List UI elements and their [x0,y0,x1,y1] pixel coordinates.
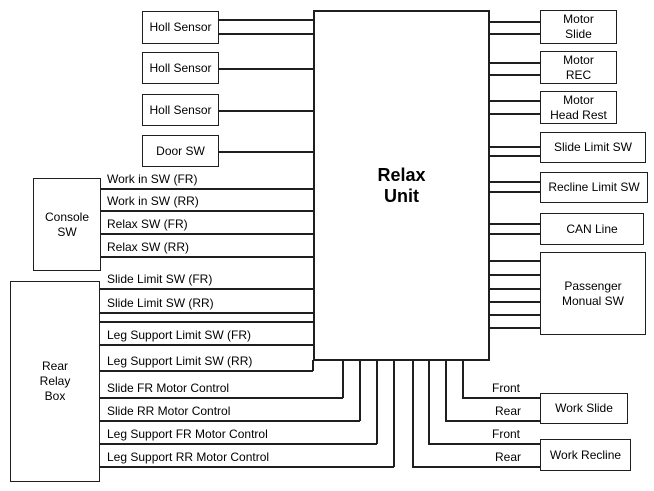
rear-relay-box-label: Rear Relay Box [39,359,71,403]
wire-holl-sensor-1-a [219,19,313,21]
holl-sensor-3-box: Holl Sensor [142,94,219,126]
wire-recline-limit-sw-b [490,191,540,193]
direction-label-front-slide: Front [492,381,521,395]
relax-unit-box: Relax Unit [313,10,490,361]
signal-label-work-in-sw-fr: Work in SW (FR) [107,172,198,186]
wire-slide-limit-sw-a [490,146,540,148]
wire-motor-head-rest-a [490,100,540,102]
wire-relay-unlabeled [100,321,313,323]
wire-leg-support-rr-motor-control-riser [393,361,395,467]
wire-passenger-sw-4 [490,301,540,303]
wire-work-recline-front [428,443,540,445]
passenger-monual-sw-label: Passenger Monual SW [561,278,625,308]
wire-can-line-a [490,223,540,225]
work-slide-label: Work Slide [555,401,613,415]
signal-label-slide-rr-motor-control: Slide RR Motor Control [107,404,231,418]
wire-slide-rr-motor-control [100,420,360,422]
wire-passenger-sw-5 [490,314,540,316]
motor-head-rest-label: Motor Head Rest [550,92,607,122]
direction-label-front-recline: Front [492,427,521,441]
holl-sensor-3-label: Holl Sensor [149,102,212,117]
wire-leg-support-rr-motor-control [100,466,394,468]
wire-motor-slide-a [490,21,540,23]
wire-slide-limit-sw-b [490,155,540,157]
wire-motor-slide-b [490,33,540,35]
wire-passenger-sw-3 [490,288,540,290]
wire-leg-support-limit-sw-rr [100,370,313,372]
wire-holl-sensor-3 [219,110,313,112]
wire-work-slide-rear-riser [445,361,447,421]
rear-relay-box: Rear Relay Box [10,281,100,482]
wire-passenger-sw-1 [490,260,540,262]
wire-passenger-sw-2 [490,274,540,276]
signal-label-relax-sw-rr: Relax SW (RR) [107,240,190,254]
holl-sensor-1-label: Holl Sensor [149,20,212,34]
wire-motor-head-rest-b [490,113,540,115]
wire-passenger-sw-6 [490,327,540,329]
wire-work-in-sw-fr [101,188,313,190]
signal-label-slide-fr-motor-control: Slide FR Motor Control [107,381,230,395]
work-recline-box: Work Recline [540,439,631,471]
can-line-box: CAN Line [540,213,644,245]
door-sw-box: Door SW [142,135,219,167]
signal-label-relax-sw-fr: Relax SW (FR) [107,217,188,231]
wire-slide-rr-motor-control-riser [359,361,361,421]
wire-work-recline-rear [412,466,540,468]
work-slide-box: Work Slide [540,393,628,424]
holl-sensor-2-box: Holl Sensor [142,52,219,84]
wire-leg-support-fr-motor-control [100,443,377,445]
can-line-label: CAN Line [566,221,618,236]
console-sw-label: Console SW [44,209,90,239]
signal-label-leg-support-fr-motor-control: Leg Support FR Motor Control [107,427,268,441]
slide-limit-sw-box: Slide Limit SW [540,132,646,163]
passenger-monual-sw-box: Passenger Monual SW [540,252,646,335]
signal-label-leg-support-limit-sw-rr: Leg Support Limit SW (RR) [107,354,253,368]
wire-door-sw [219,151,313,153]
motor-rec-label: Motor REC [563,52,594,82]
motor-slide-box: Motor Slide [540,10,617,44]
wire-work-in-sw-rr [101,210,313,212]
wire-relax-sw-fr [101,233,313,235]
wire-slide-fr-motor-control [100,397,343,399]
direction-label-rear-slide: Rear [495,404,522,418]
wire-work-recline-front-riser [428,361,430,444]
wire-work-recline-rear-riser [412,361,414,467]
recline-limit-sw-label: Recline Limit SW [548,180,640,194]
signal-label-work-in-sw-rr: Work in SW (RR) [107,194,199,208]
wire-holl-sensor-2 [219,68,313,70]
wire-can-line-b [490,233,540,235]
signal-label-leg-support-rr-motor-control: Leg Support RR Motor Control [107,450,270,464]
wire-leg-support-fr-motor-control-riser [376,361,378,444]
motor-rec-box: Motor REC [540,51,617,84]
wire-motor-rec-b [490,74,540,76]
console-sw-box: Console SW [33,178,101,271]
motor-slide-label: Motor Slide [563,12,594,41]
holl-sensor-1-box: Holl Sensor [142,11,219,44]
wire-slide-limit-sw-rr [100,312,313,314]
motor-head-rest-box: Motor Head Rest [540,91,617,124]
door-sw-label: Door SW [156,143,205,158]
wire-motor-rec-a [490,62,540,64]
slide-limit-sw-label: Slide Limit SW [553,140,633,154]
wire-leg-support-limit-sw-rr-riser [312,360,314,371]
direction-label-rear-recline: Rear [495,450,522,464]
relax-unit-label: Relax Unit [377,164,426,206]
wire-work-slide-front-riser [462,361,464,398]
wire-work-slide-front [462,397,540,399]
signal-label-slide-limit-sw-rr: Slide Limit SW (RR) [107,296,214,310]
holl-sensor-2-label: Holl Sensor [149,60,212,75]
wire-slide-limit-sw-fr [100,288,313,290]
wire-relax-sw-rr [101,256,313,258]
recline-limit-sw-box: Recline Limit SW [540,172,648,203]
wire-leg-support-limit-sw-fr [100,344,313,346]
wire-work-slide-rear [445,420,540,422]
work-recline-label: Work Recline [549,447,622,462]
signal-label-leg-support-limit-sw-fr: Leg Support Limit SW (FR) [107,328,252,342]
wire-recline-limit-sw-a [490,181,540,183]
wire-slide-fr-motor-control-riser [342,361,344,398]
wire-holl-sensor-1-b [219,33,313,35]
signal-label-slide-limit-sw-fr: Slide Limit SW (FR) [107,272,213,286]
